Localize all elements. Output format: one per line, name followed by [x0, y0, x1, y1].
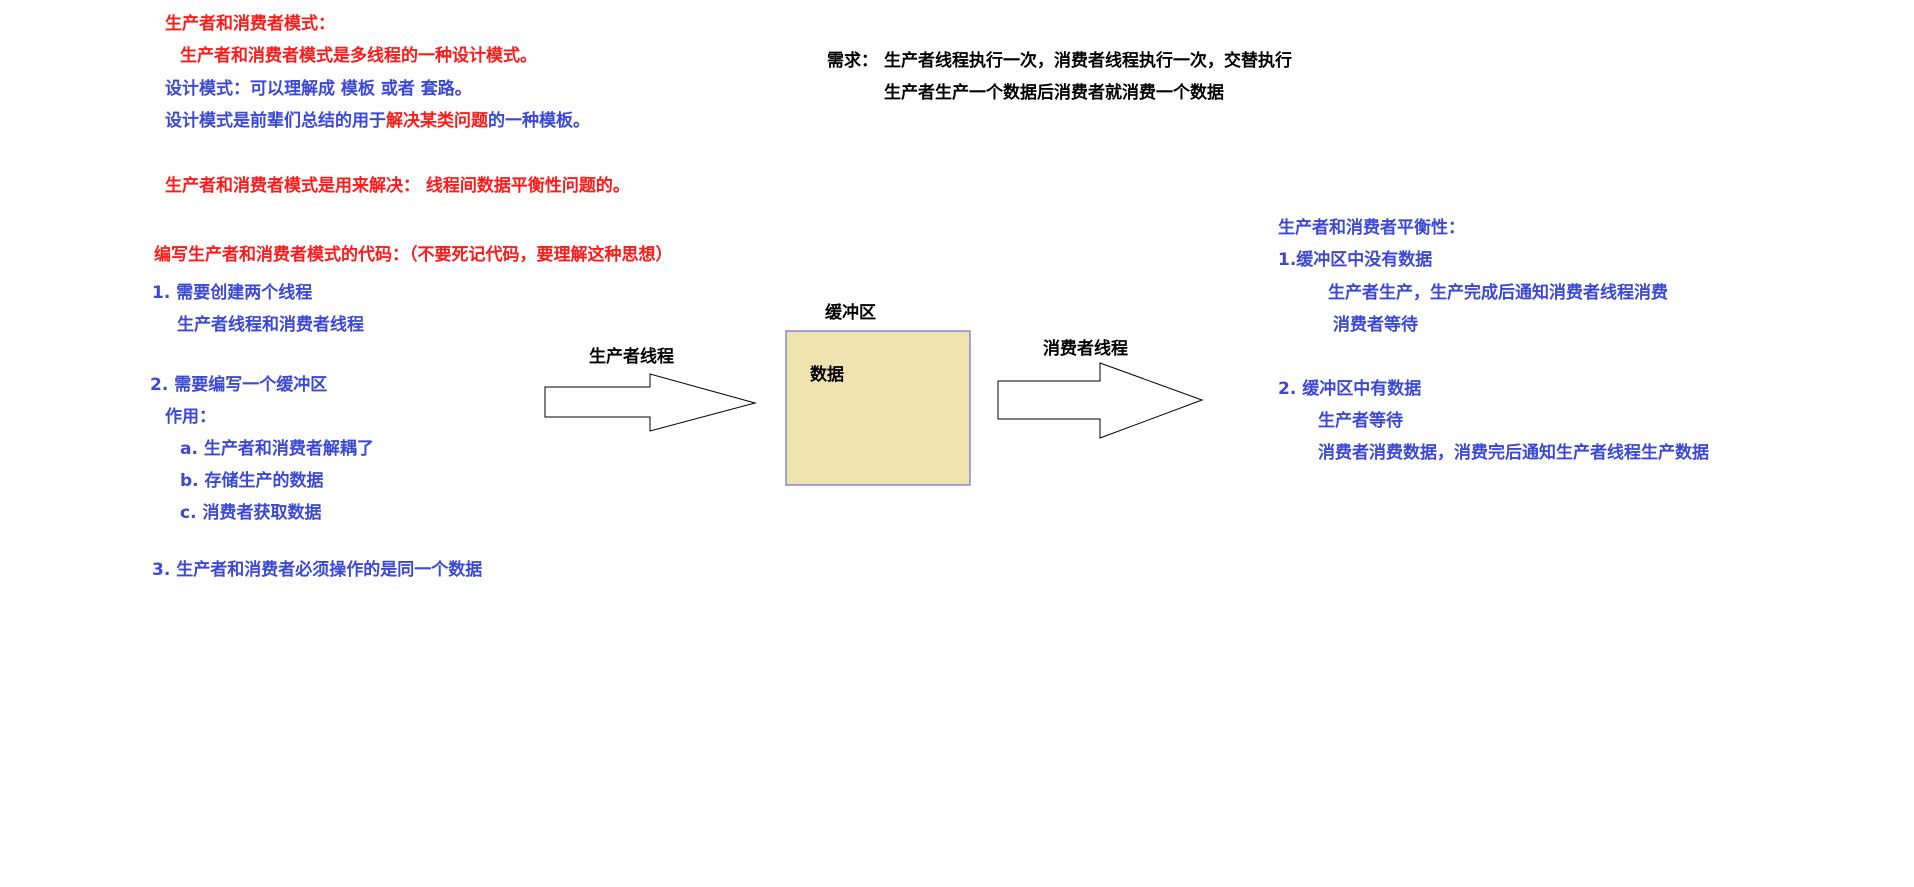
- code-item-3: 3. 生产者和消费者必须操作的是同一个数据: [152, 560, 483, 580]
- code-item-2-b: b. 存储生产的数据: [180, 471, 324, 491]
- code-item-1: 1. 需要创建两个线程: [152, 283, 313, 303]
- balance-case-2-a: 生产者等待: [1318, 411, 1403, 431]
- buffer-label: 缓冲区: [825, 303, 876, 323]
- buffer-content: 数据: [810, 365, 844, 385]
- code-section-title: 编写生产者和消费者模式的代码：（不要死记代码，要理解这种思想）: [154, 245, 673, 265]
- code-item-2-role: 作用：: [165, 407, 216, 427]
- balance-case-1: 1.缓冲区中没有数据: [1278, 250, 1433, 270]
- intro-purpose: 生产者和消费者模式是用来解决： 线程间数据平衡性问题的。: [165, 176, 630, 196]
- balance-title: 生产者和消费者平衡性：: [1278, 218, 1465, 238]
- requirement-label: 需求：: [827, 51, 878, 71]
- balance-case-1-a: 生产者生产，生产完成后通知消费者线程消费: [1328, 283, 1668, 303]
- producer-arrow-shape: [544, 373, 757, 432]
- consumer-thread-label: 消费者线程: [1043, 339, 1128, 359]
- requirement-line-2: 生产者生产一个数据后消费者就消费一个数据: [884, 83, 1224, 103]
- code-item-2-a: a. 生产者和消费者解耦了: [180, 439, 374, 459]
- producer-thread-label: 生产者线程: [589, 347, 674, 367]
- intro-line-1: 生产者和消费者模式是多线程的一种设计模式。: [180, 46, 537, 66]
- intro-line-3-pre: 设计模式是前辈们总结的用于: [165, 111, 386, 131]
- intro-title: 生产者和消费者模式：: [165, 14, 335, 34]
- balance-case-2: 2. 缓冲区中有数据: [1278, 379, 1422, 399]
- intro-line-2: 设计模式：可以理解成 模板 或者 套路。: [165, 79, 472, 99]
- requirement-line-1: 生产者线程执行一次，消费者线程执行一次，交替执行: [884, 51, 1292, 71]
- intro-line-3-highlight: 解决某类问题: [386, 111, 488, 131]
- code-item-2-c: c. 消费者获取数据: [180, 503, 322, 523]
- consumer-arrow-shape: [997, 362, 1204, 439]
- balance-case-2-b: 消费者消费数据，消费完后通知生产者线程生产数据: [1318, 443, 1709, 463]
- balance-case-1-b: 消费者等待: [1333, 315, 1418, 335]
- intro-line-3: 设计模式是前辈们总结的用于解决某类问题的一种模板。: [165, 113, 590, 130]
- buffer-box: [785, 330, 971, 486]
- code-item-2: 2. 需要编写一个缓冲区: [150, 375, 328, 395]
- code-item-1-sub: 生产者线程和消费者线程: [177, 315, 364, 335]
- intro-line-3-post: 的一种模板。: [488, 111, 590, 131]
